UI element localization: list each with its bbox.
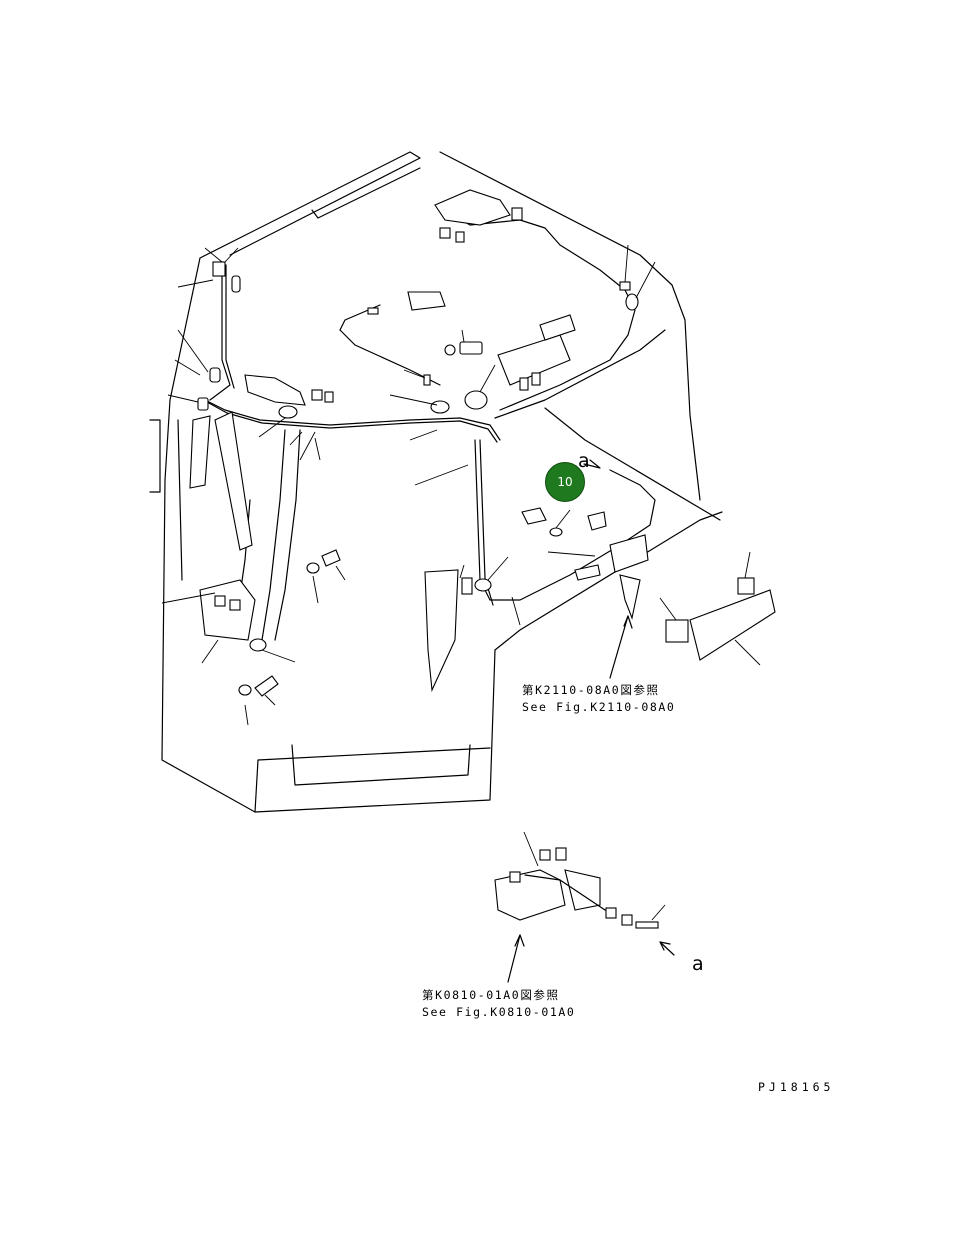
callout-10[interactable]: 10: [545, 462, 585, 502]
components: [189, 189, 776, 929]
mark-a-bottom: a: [692, 953, 704, 975]
mark-a-top: a: [578, 450, 590, 472]
cab-shell: [149, 151, 723, 813]
reference-lower-en: See Fig.K0810-01A0: [422, 1005, 576, 1019]
leader-lines: [161, 244, 761, 983]
drawing-id: PJ18165: [758, 1080, 835, 1094]
reference-lower-jp: 第K0810-01A0図参照: [422, 988, 560, 1002]
reference-upper-jp: 第K2110-08A0図参照: [522, 683, 660, 697]
reference-upper-en: See Fig.K2110-08A0: [522, 700, 676, 714]
callout-number: 10: [557, 475, 573, 489]
